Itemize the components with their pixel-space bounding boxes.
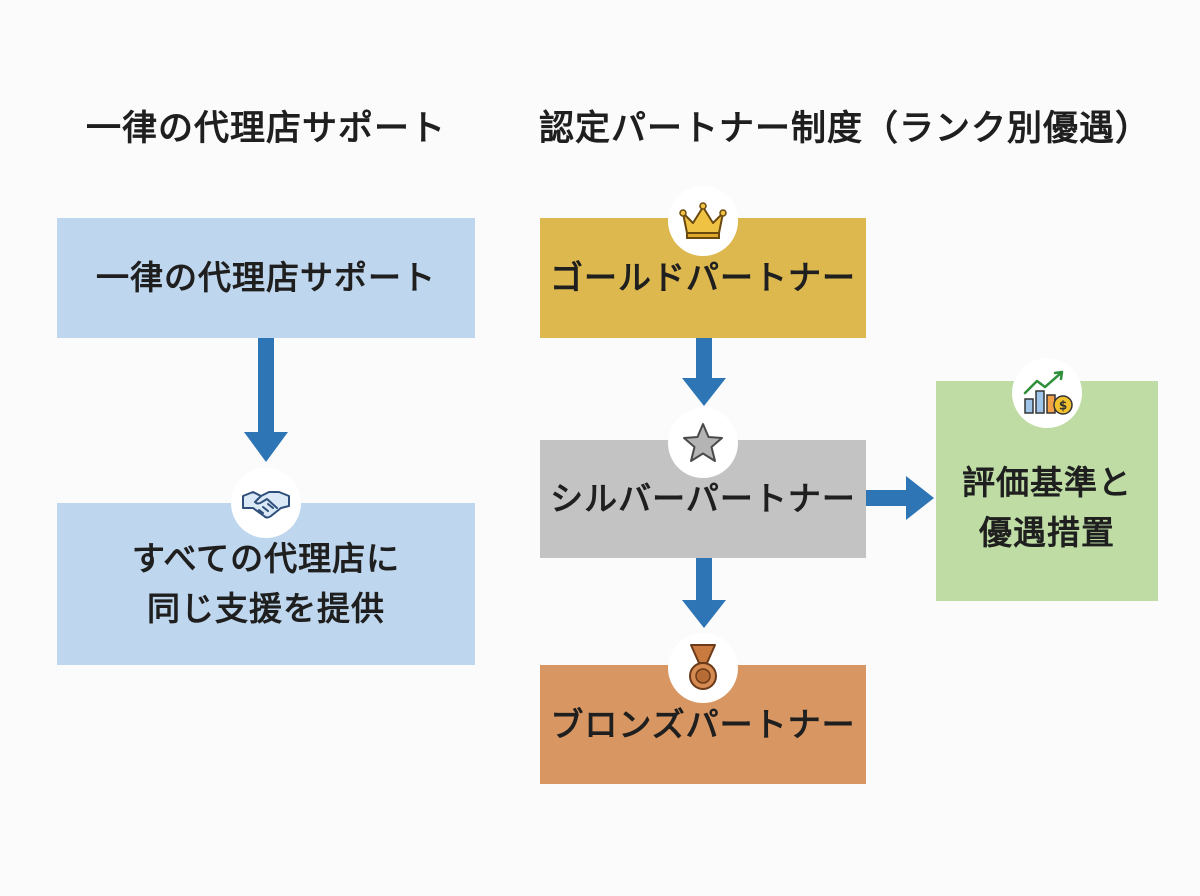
right-heading: 認定パートナー制度（ランク別優遇） bbox=[538, 109, 1151, 149]
silver-partner-label: シルバーパートナー bbox=[550, 479, 856, 518]
medal-icon bbox=[689, 644, 717, 690]
same-support-line1: すべての代理店に bbox=[131, 539, 401, 578]
uniform-support-label: 一律の代理店サポート bbox=[96, 258, 436, 297]
crown-badge bbox=[668, 186, 738, 256]
same-support-box: すべての代理店に 同じ支援を提供 bbox=[57, 503, 475, 665]
svg-text:$: $ bbox=[1059, 399, 1067, 413]
medal-badge bbox=[668, 633, 738, 703]
bronze-partner-label: ブロンズパートナー bbox=[550, 704, 856, 744]
star-badge bbox=[668, 408, 738, 478]
growth-chart-icon: $ bbox=[1023, 370, 1073, 415]
silver-partner-box: シルバーパートナー bbox=[540, 440, 866, 558]
arrow-silver-to-criteria bbox=[866, 476, 934, 520]
chart-badge: $ bbox=[1012, 358, 1082, 428]
criteria-line2: 優遇措置 bbox=[979, 513, 1115, 552]
crown-icon bbox=[679, 202, 727, 239]
handshake-badge bbox=[231, 468, 301, 538]
arrow-silver-to-bronze bbox=[682, 558, 726, 628]
arrow-gold-to-silver bbox=[682, 338, 726, 406]
star-icon bbox=[683, 423, 723, 462]
left-heading: 一律の代理店サポート bbox=[85, 109, 446, 149]
handshake-icon bbox=[242, 491, 290, 519]
uniform-support-box: 一律の代理店サポート bbox=[57, 218, 475, 338]
gold-partner-label: ゴールドパートナー bbox=[550, 258, 856, 297]
same-support-line2: 同じ支援を提供 bbox=[147, 589, 385, 628]
arrow-left-down bbox=[244, 338, 288, 462]
criteria-line1: 評価基準と bbox=[962, 463, 1132, 502]
